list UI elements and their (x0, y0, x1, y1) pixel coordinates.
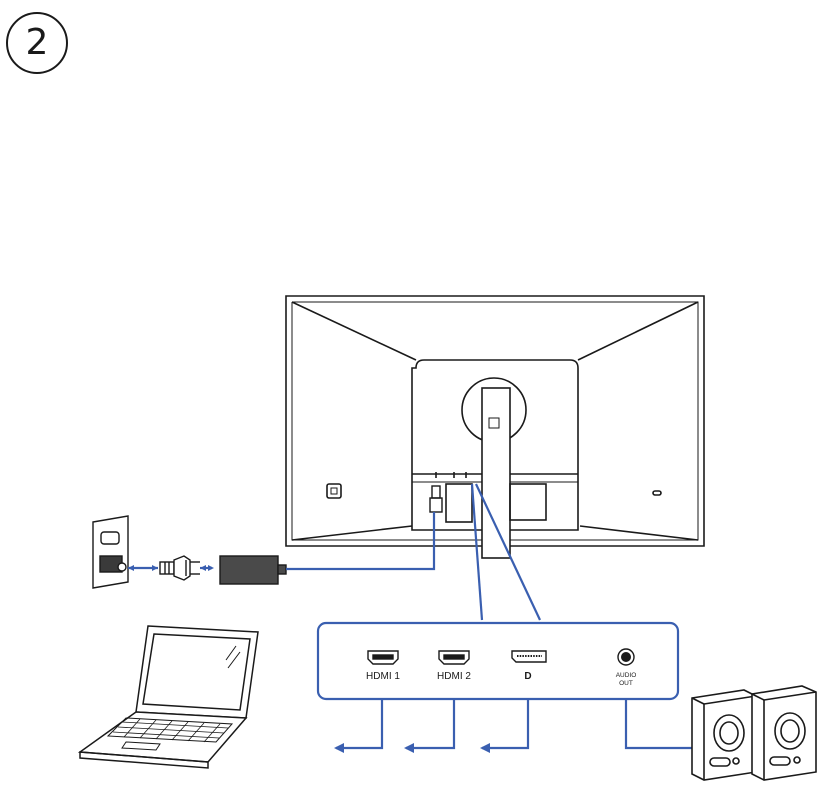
arrow-head (404, 743, 414, 753)
rear-housing (411, 359, 579, 531)
displayport-label: D (524, 671, 531, 682)
power-connector-plug (429, 485, 443, 513)
audio-out-label-line2: OUT (619, 680, 633, 687)
hdmi2-label: HDMI 2 (437, 671, 471, 682)
arrow-head (480, 743, 490, 753)
arrow-head (200, 565, 206, 571)
bevel-line (291, 525, 413, 541)
io-port-panel (316, 621, 680, 701)
arrow-head (208, 565, 214, 571)
cable-dp (482, 699, 530, 750)
hdmi2-port-icon (438, 650, 470, 665)
bevel-line (579, 525, 699, 541)
callout-line-right (475, 483, 541, 621)
hdmi1-port-icon (367, 650, 399, 665)
step-number: 2 (25, 22, 49, 63)
step-number-badge: 2 (6, 12, 68, 74)
cable-adapter-to-monitor (286, 512, 436, 571)
stand-neck (481, 387, 511, 559)
kensington-lock-inner (330, 487, 338, 495)
arrow-head (334, 743, 344, 753)
audio-out-label-line1: AUDIO (616, 672, 637, 679)
cables (128, 483, 692, 753)
arrow-head (128, 565, 134, 571)
audio-out-port-icon (617, 648, 635, 666)
arrow-head (152, 565, 158, 571)
laptop-icon (77, 625, 259, 769)
monitor-back (285, 295, 705, 559)
kensington-lock-slot (326, 483, 342, 499)
wall-outlet (92, 515, 129, 589)
hdmi1-label: HDMI 1 (366, 671, 400, 682)
speakers-icon (691, 685, 817, 781)
bevel-line (291, 301, 417, 361)
brand-logo-mark (488, 417, 500, 429)
callout-line-left (470, 483, 484, 621)
cable-hdmi2 (406, 699, 456, 750)
displayport-port-icon (511, 650, 547, 663)
bevel-line (577, 301, 699, 361)
power-plug (159, 555, 200, 581)
side-button (652, 490, 662, 496)
cable-hdmi1 (336, 699, 384, 750)
port-opening (445, 483, 473, 523)
cable-audio (624, 699, 692, 750)
port-opening-right (509, 483, 547, 521)
monitor-outer-frame (285, 295, 705, 547)
power-adapter (219, 555, 287, 585)
